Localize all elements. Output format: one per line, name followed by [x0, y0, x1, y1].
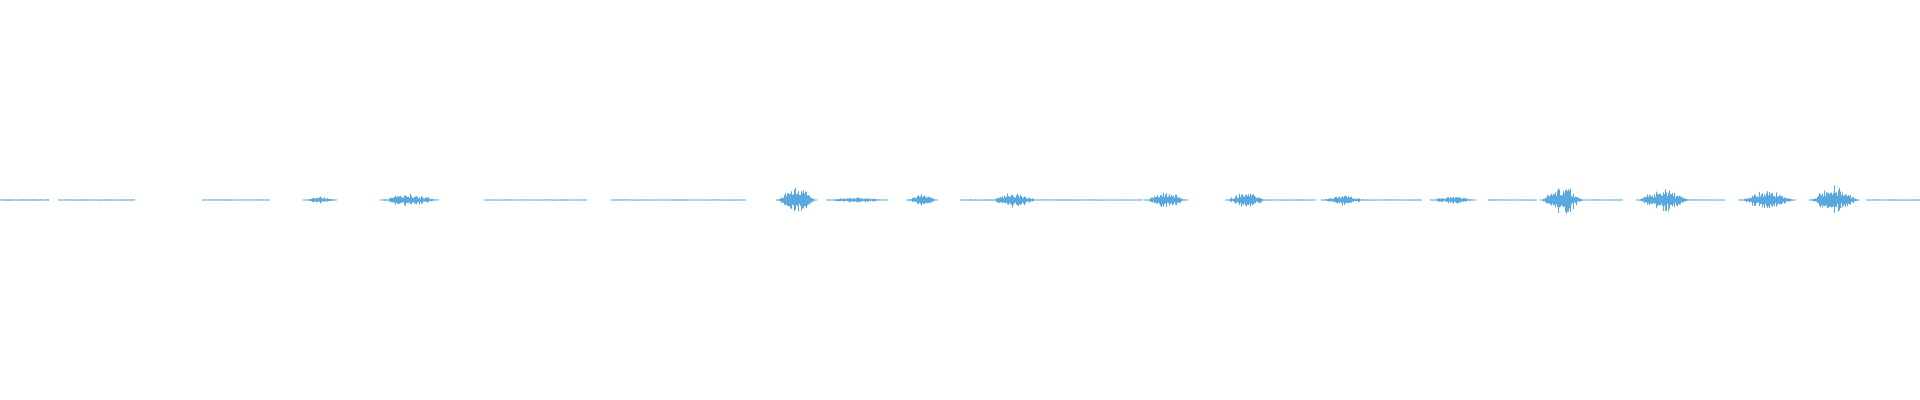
waveform-segment	[1488, 199, 1537, 201]
waveform-segment	[303, 196, 337, 204]
waveform-segment	[1321, 195, 1368, 206]
waveform-segment	[1584, 199, 1623, 201]
waveform-segment	[1636, 189, 1691, 212]
waveform-segment	[0, 199, 49, 201]
waveform-segment	[1037, 199, 1143, 201]
waveform-segment	[484, 199, 587, 201]
waveform-segment	[1267, 199, 1316, 201]
waveform-segment	[991, 193, 1038, 208]
waveform-segment	[1738, 191, 1796, 208]
waveform-segment	[1866, 199, 1920, 201]
waveform-segment	[1144, 192, 1188, 208]
waveform-segment	[1367, 199, 1422, 201]
waveform-segment	[1540, 188, 1585, 214]
waveform-segment	[1690, 199, 1725, 201]
waveform-segment	[826, 197, 888, 203]
waveform-segment	[906, 194, 938, 206]
waveform-segment	[611, 199, 746, 201]
waveform-segments	[0, 185, 1920, 214]
waveform-segment	[202, 199, 270, 201]
waveform-segment	[380, 193, 439, 207]
waveform-segment	[1225, 193, 1268, 207]
waveform-path	[1540, 188, 1585, 214]
waveform-segment	[1809, 185, 1860, 213]
waveform-path	[1809, 185, 1860, 213]
waveform-segment	[1430, 196, 1476, 204]
waveform-segment	[58, 199, 135, 201]
waveform-segment	[776, 187, 817, 212]
